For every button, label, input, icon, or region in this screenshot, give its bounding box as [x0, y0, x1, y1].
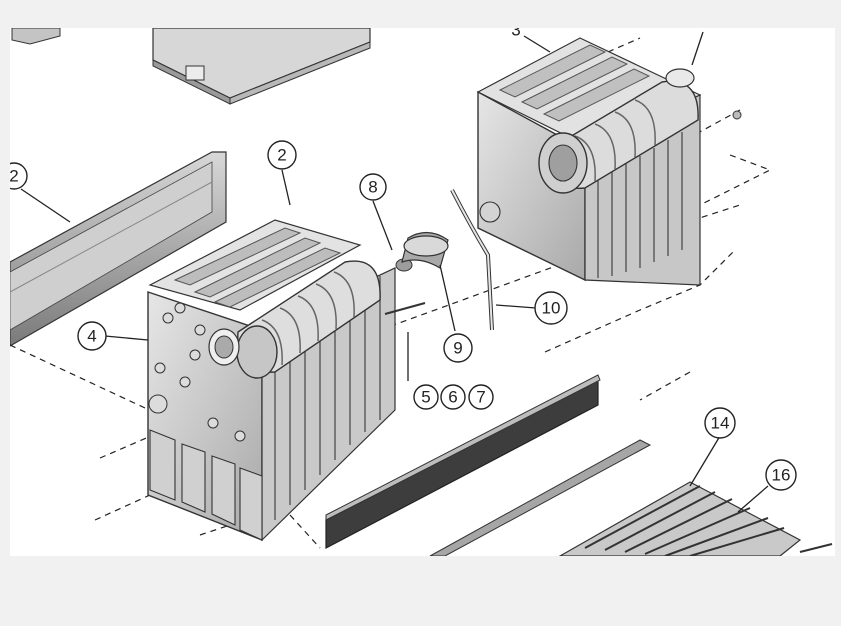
- bottom-border: [0, 556, 841, 621]
- heat-exchanger-rear-section: [476, 37, 742, 286]
- callout-2-top: 2: [277, 146, 286, 165]
- callout-5: 5: [421, 388, 430, 407]
- small-parts: [384, 189, 494, 331]
- jacket-top-panel: [152, 27, 371, 105]
- callout-14: 14: [711, 414, 730, 433]
- callout-2-left: 2: [9, 167, 18, 186]
- callout-leaders: [20, 31, 769, 513]
- callout-7: 7: [476, 388, 485, 407]
- callout-3-top: 3: [511, 21, 520, 40]
- front-rail: [325, 374, 601, 549]
- callout-6: 6: [448, 388, 457, 407]
- callout-4: 4: [87, 327, 96, 346]
- callout-16: 16: [772, 466, 791, 485]
- callout-10: 10: [542, 299, 561, 318]
- callout-circles: [0, 140, 797, 491]
- heat-exchanger-front-section: [147, 219, 396, 542]
- left-border: [0, 0, 10, 621]
- top-border: [0, 0, 841, 28]
- right-border: [835, 0, 841, 621]
- callout-9: 9: [453, 339, 462, 358]
- callout-8: 8: [368, 178, 377, 197]
